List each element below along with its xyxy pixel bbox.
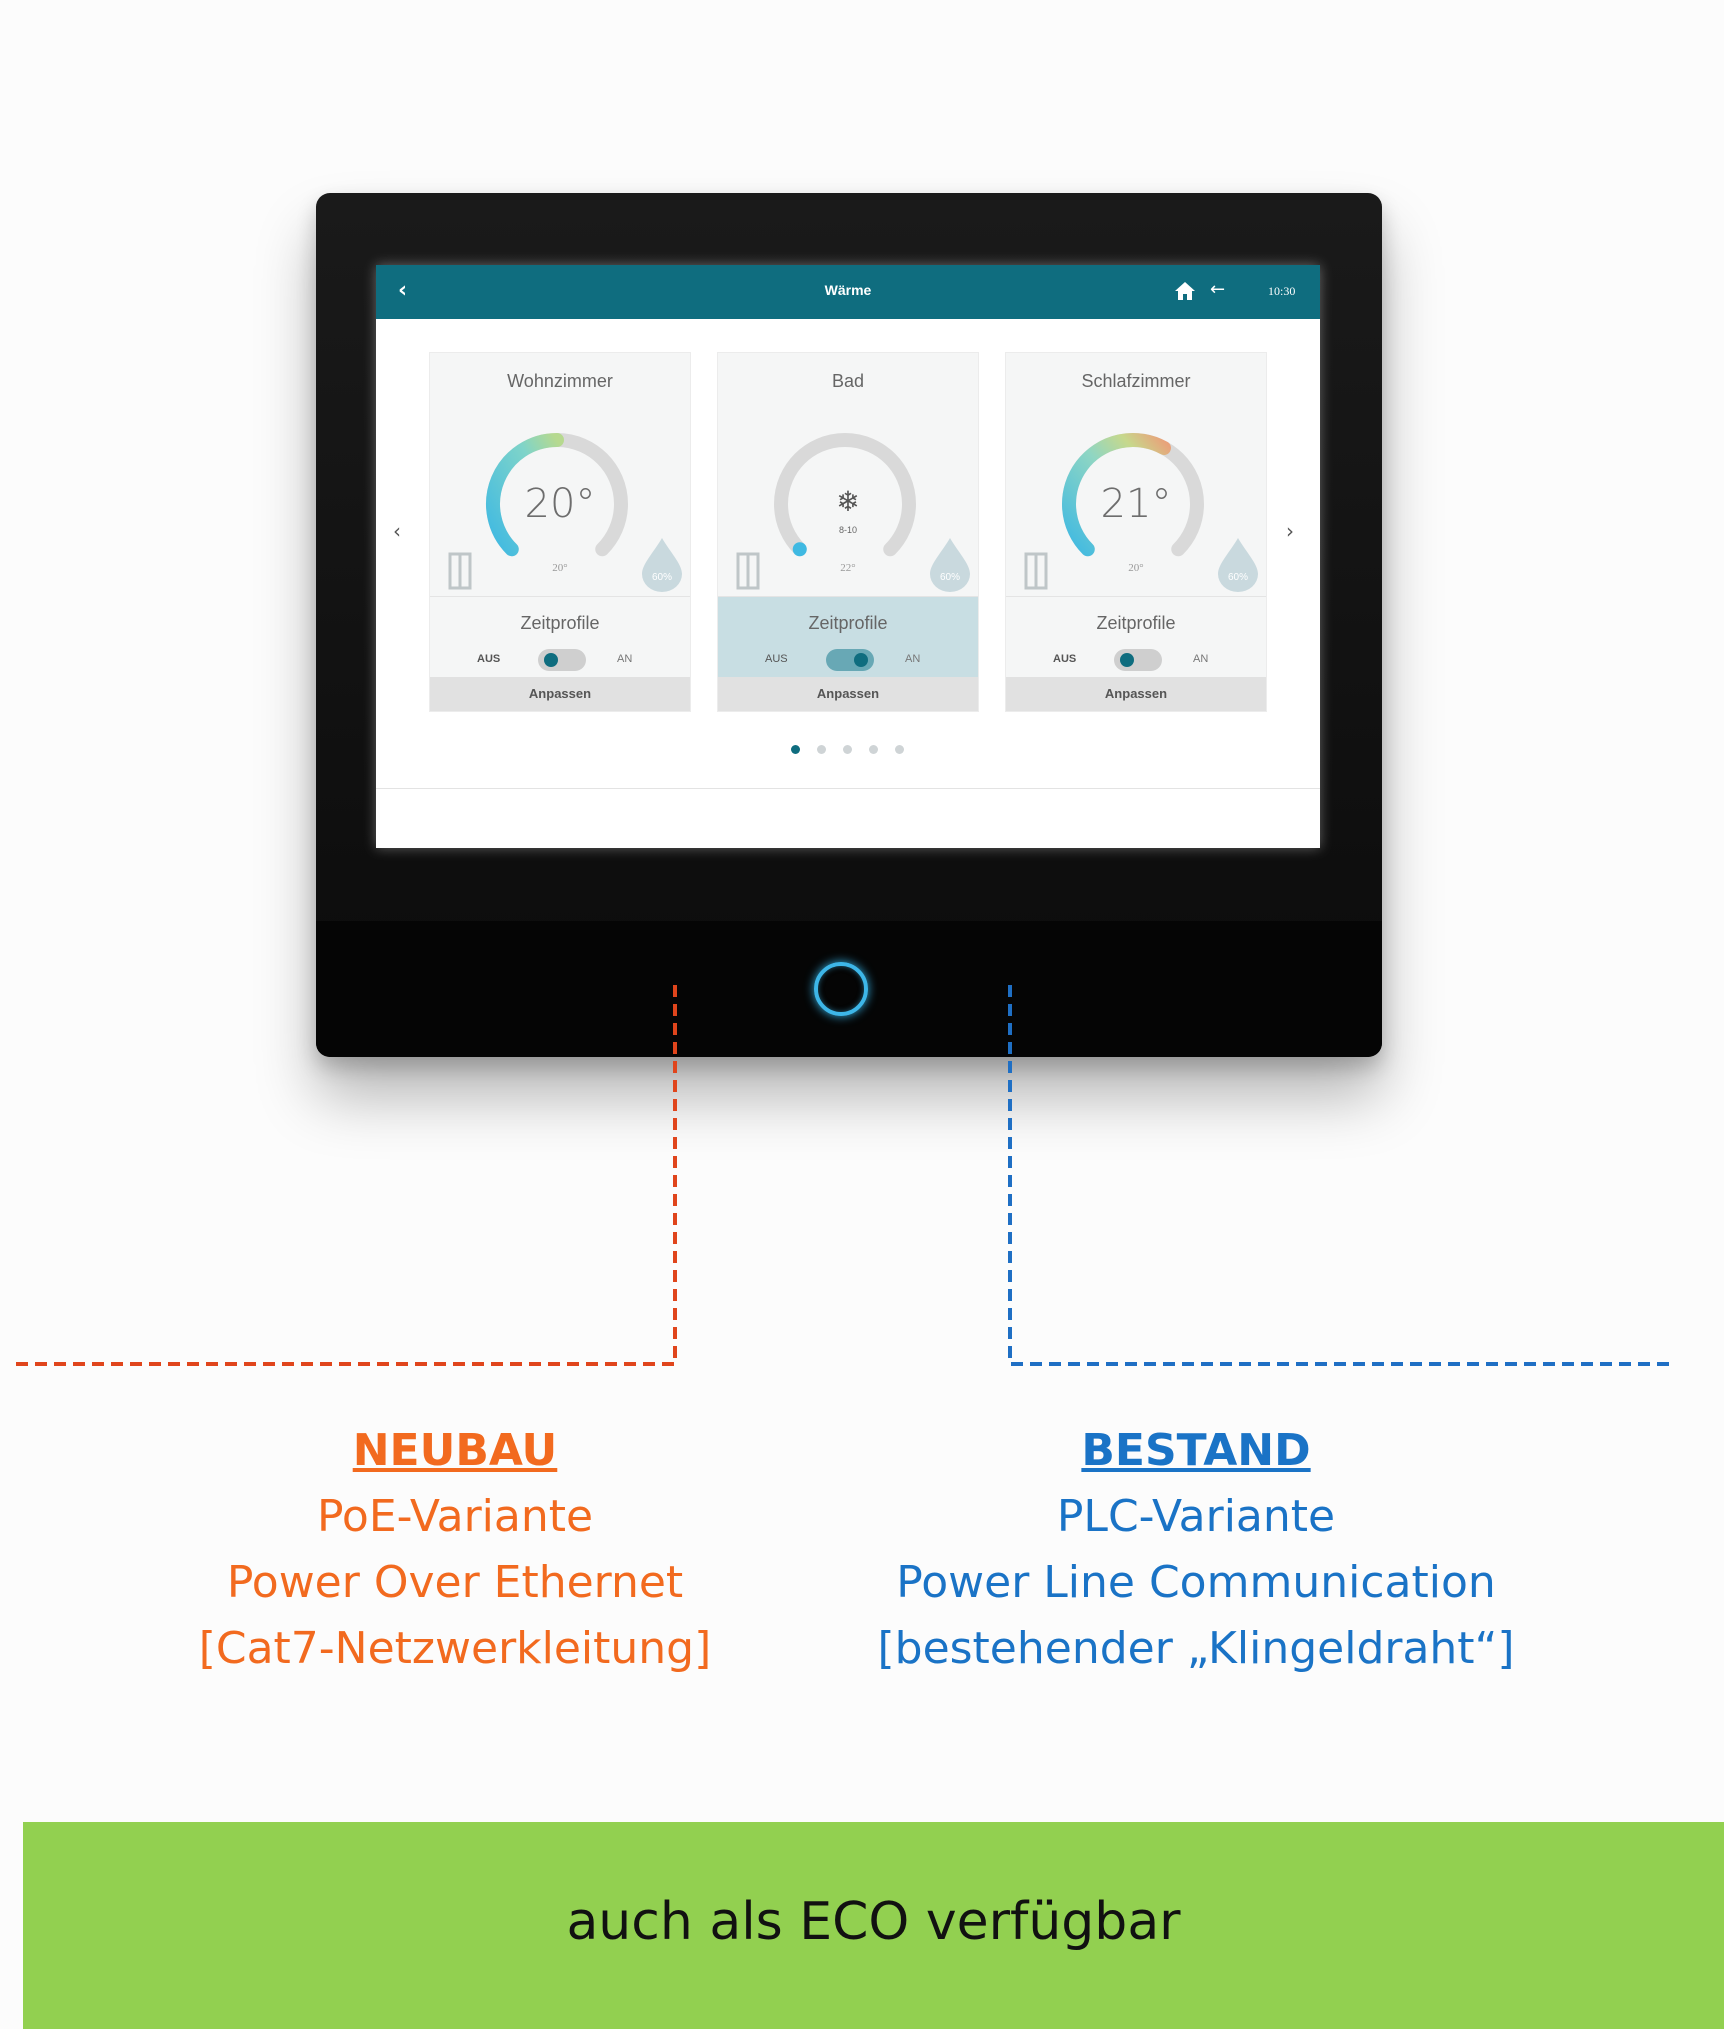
neubau-line: PoE-Variante [316,1491,594,1542]
adjust-button[interactable]: Anpassen [718,677,978,711]
humidity-value: 60% [1228,572,1248,583]
frost-range: 8-10 [838,525,857,535]
eco-banner: auch als ECO verfügbar [23,1822,1724,2029]
humidity-drop-icon: 60% [1218,538,1258,592]
page-dot[interactable] [843,745,852,754]
back-chevron-icon[interactable]: ‹ [398,278,408,303]
back-arrow-icon[interactable]: ← [1210,279,1226,300]
bestand-line: [bestehender „Klingeldraht“] [877,1623,1515,1674]
device-screen: ‹ Wärme ← 10:30 ‹ › Wohnzimmer 20° [376,265,1320,848]
room-card-wohnzimmer[interactable]: Wohnzimmer 20° 20° 60% Ze [429,352,691,712]
adjust-button[interactable]: Anpassen [1006,677,1266,711]
adjust-button[interactable]: Anpassen [430,677,690,711]
room-card-bad[interactable]: Bad ❄ 8-10 22° 60% Zeitprofile AUS AN [717,352,979,712]
temperature-dial[interactable] [1048,419,1218,589]
toggle-on-label: AN [1193,653,1209,665]
toggle-on-label: AN [905,653,921,665]
time-profile-toggle[interactable] [1114,649,1162,671]
setpoint-temperature: 22° [840,562,856,574]
time-profile-section: Zeitprofile AUS AN [718,596,978,688]
page-dot[interactable] [895,745,904,754]
snowflake-icon: ❄ [836,485,860,518]
bestand-line: PLC-Variante [1056,1491,1336,1542]
humidity-drop-icon: 60% [930,538,970,592]
home-icon[interactable] [1174,281,1196,301]
page-title: Wärme [824,282,872,298]
room-card-schlafzimmer[interactable]: Schlafzimmer 21° 20° 60% [1005,352,1267,712]
page-dot[interactable] [869,745,878,754]
toggle-off-label: AUS [1053,653,1077,665]
setpoint-temperature: 20° [1128,562,1144,574]
temperature-dial[interactable] [472,419,642,589]
neubau-line: Power Over Ethernet [226,1557,684,1608]
temperature-dial[interactable] [760,419,930,589]
eco-banner-text: auch als ECO verfügbar [566,1892,1181,1952]
previous-page-chevron-icon[interactable]: ‹ [393,519,401,543]
plc-connection-line [1008,985,1672,1366]
time-profile-section: Zeitprofile AUS AN [430,596,690,688]
time-profile-label: Zeitprofile [1096,613,1176,633]
window-icon [448,552,472,590]
screen-divider [376,788,1320,789]
humidity-drop-icon: 60% [642,538,682,592]
toggle-knob [1120,653,1134,667]
page-indicator [791,745,904,754]
humidity-value: 60% [940,572,960,583]
toggle-off-label: AUS [765,653,788,665]
time-profile-section: Zeitprofile AUS AN [1006,596,1266,688]
bestand-line: Power Line Communication [896,1557,1496,1608]
time-profile-label: Zeitprofile [520,613,600,633]
top-bar: ‹ Wärme ← 10:30 [376,265,1320,319]
room-name: Wohnzimmer [507,371,613,391]
next-page-chevron-icon[interactable]: › [1286,519,1294,543]
bestand-heading: BESTAND [1081,1425,1311,1476]
toggle-knob [854,653,868,667]
toggle-off-label: AUS [477,653,501,665]
room-name: Bad [831,371,865,391]
toggle-on-label: AN [617,653,633,665]
poe-connection-line [14,985,677,1366]
window-icon [1024,552,1048,590]
time-profile-toggle[interactable] [538,649,586,671]
time-profile-toggle[interactable] [826,649,874,671]
current-temperature: 20° [524,481,596,527]
page-dot[interactable] [817,745,826,754]
room-name: Schlafzimmer [1081,371,1191,391]
current-temperature: 21° [1100,481,1172,527]
page-dot[interactable] [791,745,800,754]
neubau-caption: NEUBAU PoE-Variante Power Over Ethernet … [105,1418,805,1682]
time-profile-label: Zeitprofile [808,613,888,633]
neubau-line: [Cat7-Netzwerkleitung] [198,1623,712,1674]
setpoint-temperature: 20° [552,562,568,574]
power-ring-button[interactable] [814,962,868,1016]
humidity-value: 60% [652,572,672,583]
clock: 10:30 [1268,284,1296,298]
toggle-knob [544,653,558,667]
touch-panel-device: ‹ Wärme ← 10:30 ‹ › Wohnzimmer 20° [316,193,1382,1057]
neubau-heading: NEUBAU [352,1425,558,1476]
bestand-caption: BESTAND PLC-Variante Power Line Communic… [846,1418,1546,1682]
window-icon [736,552,760,590]
